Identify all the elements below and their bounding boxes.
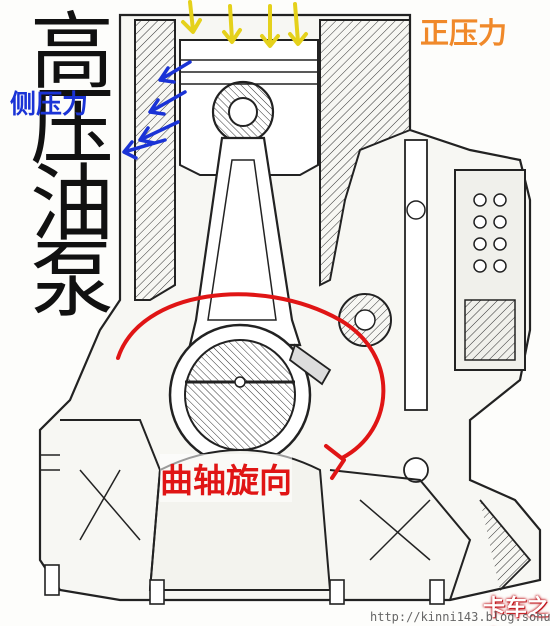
vertical-title-char: 油 bbox=[29, 155, 114, 253]
side-force-arrows bbox=[122, 60, 192, 160]
source-url: http://kinni143.blog.sohu.com bbox=[370, 610, 550, 624]
top-force-arrows bbox=[181, 0, 308, 48]
vertical-title: 高 压 油 泵 bbox=[22, 3, 122, 329]
top-force-label: 正压力 bbox=[420, 16, 508, 50]
vertical-title-char: 泵 bbox=[29, 231, 114, 329]
crank-rotation-arrow bbox=[116, 292, 386, 460]
vertical-title-char: 压 bbox=[29, 79, 114, 177]
side-force-label: 侧压力 bbox=[10, 90, 89, 120]
cylinder-wall-right bbox=[319, 19, 411, 287]
watermark-logo: 卡车之家 bbox=[483, 596, 550, 621]
crank-direction-label: 曲轴旋向 bbox=[160, 454, 292, 502]
cylinder-wall-left bbox=[134, 19, 176, 301]
vertical-title-char: 高 bbox=[29, 3, 114, 101]
